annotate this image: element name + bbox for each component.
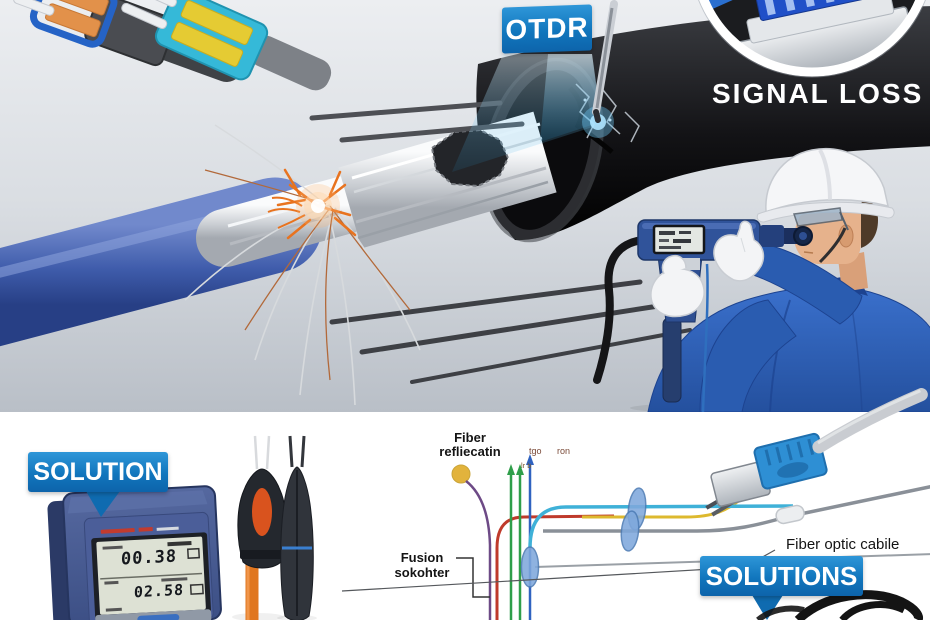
safety-glasses-icon bbox=[793, 207, 843, 227]
glove-pointing bbox=[713, 220, 765, 282]
splice-tool-orange-icon bbox=[232, 435, 287, 620]
glove-holding bbox=[650, 268, 705, 318]
micro-marks-label: lr b bbox=[521, 461, 532, 470]
signal-loss-label: SIGNAL LOSS bbox=[712, 78, 924, 109]
otdr-beam-icon bbox=[452, 54, 614, 172]
fiber-reflection-line1: Fiber bbox=[454, 430, 486, 445]
solutions-badge: SOLUTIONS bbox=[700, 556, 863, 596]
cable-loop-icon bbox=[756, 590, 923, 620]
probe-pen-icon bbox=[592, 0, 618, 123]
fiber-optic-cable-label: Fiber optic cabile bbox=[786, 536, 900, 553]
fusion-splicer-line1: Fusion bbox=[400, 550, 444, 565]
tick-label-tgo: tgo bbox=[529, 446, 542, 456]
reflection-dot-icon bbox=[451, 464, 471, 484]
splice-tool-dark-icon bbox=[277, 435, 317, 620]
cyan-fiber-line bbox=[528, 504, 794, 549]
technician bbox=[593, 148, 930, 415]
otdr-badge: OTDR bbox=[502, 4, 592, 54]
tick-label-ron: ron bbox=[557, 446, 571, 456]
fiber-reflection-line2: refliecatin bbox=[439, 444, 501, 460]
spark-burst-icon bbox=[276, 168, 357, 240]
sc-connector-icon bbox=[705, 388, 928, 517]
solution-badge-tail bbox=[86, 491, 120, 517]
handheld-otdr-device-icon bbox=[593, 219, 813, 413]
fusion-splicer-line2: sokohter bbox=[394, 564, 450, 580]
solution-badge: SOLUTION bbox=[28, 452, 168, 492]
chin-strap bbox=[818, 227, 847, 264]
lens-icon bbox=[620, 510, 640, 552]
lens-icon bbox=[520, 546, 540, 588]
red-fiber-line bbox=[495, 514, 615, 620]
solutions-badge-label: SOLUTIONS bbox=[705, 560, 858, 591]
fusion-splicer-label: Fusion sokohter bbox=[384, 550, 460, 581]
solutions-badge-tail bbox=[752, 595, 783, 620]
purple-fiber-line bbox=[465, 480, 492, 620]
fusion-bracket-line bbox=[456, 557, 490, 598]
fiber-reflection-label: Fiber refliecatin bbox=[418, 430, 522, 460]
otdr-badge-label: OTDR bbox=[505, 11, 589, 46]
lc-connector-cyan-icon bbox=[121, 0, 332, 91]
splice-sleeve-icon bbox=[775, 504, 805, 525]
solution-badge-label: SOLUTION bbox=[33, 457, 163, 486]
magnifier-ring-icon bbox=[699, 0, 925, 77]
